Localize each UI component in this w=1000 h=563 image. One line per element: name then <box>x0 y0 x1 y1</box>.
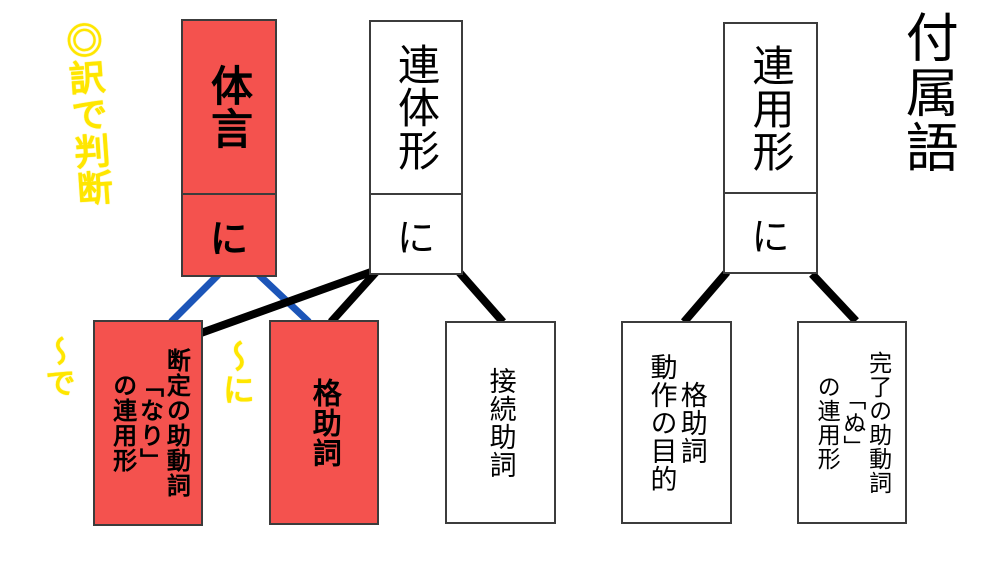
box-kakujoshi: 格助詞 <box>269 320 379 525</box>
page-title: 付属語 <box>898 10 958 175</box>
renyoukei-label-section: 連用形 <box>725 24 816 194</box>
dantei-label: 断定の助動詞 「なり」 の連用形 <box>108 348 190 498</box>
connector-rentaikei-kakujoshi <box>328 269 379 325</box>
taigen-particle: に <box>209 218 248 261</box>
renyoukei-particle: に <box>751 216 790 259</box>
kaku-mokuteki-label: 格助詞 動作の目的 <box>646 352 707 493</box>
taigen-label: 体言 <box>205 64 253 150</box>
box-taigen: 体言 に <box>181 19 277 277</box>
rentaikei-label: 連体形 <box>392 43 440 172</box>
annotation-judge-by-translation: ◎訳で判断 <box>60 20 115 209</box>
kakujoshi-label: 格助詞 <box>308 377 341 468</box>
connector-renyoukei-kaku-mokuteki <box>680 269 731 325</box>
taigen-particle-section: に <box>183 195 275 275</box>
taigen-label-section: 体言 <box>183 21 275 195</box>
renyoukei-particle-section: に <box>725 194 816 272</box>
box-rentaikei: 連体形 に <box>369 20 463 275</box>
box-renyoukei: 連用形 に <box>723 22 818 274</box>
rentaikei-particle: に <box>396 217 435 260</box>
connector-taigen-dantei <box>168 271 222 325</box>
annotation-tilde-de: 〜で <box>40 336 74 398</box>
box-kanryou: 完了の助動詞 「ぬ」 の連用形 <box>797 321 907 524</box>
box-setsuzoku: 接続助詞 <box>445 321 556 524</box>
renyoukei-label: 連用形 <box>747 43 795 173</box>
box-dantei: 断定の助動詞 「なり」 の連用形 <box>93 320 203 526</box>
rentaikei-particle-section: に <box>371 195 461 273</box>
connector-renyoukei-kanryou <box>809 271 859 324</box>
connector-rentaikei-setsuzoku <box>455 269 507 325</box>
setsuzoku-label: 接続助詞 <box>485 366 516 479</box>
kanryou-label: 完了の助動詞 「ぬ」 の連用形 <box>814 350 892 495</box>
connector-taigen-kakujoshi <box>255 271 312 325</box>
box-kaku-mokuteki: 格助詞 動作の目的 <box>621 321 732 524</box>
annotation-tilde-ni: 〜に <box>218 340 255 406</box>
rentaikei-label-section: 連体形 <box>371 22 461 195</box>
